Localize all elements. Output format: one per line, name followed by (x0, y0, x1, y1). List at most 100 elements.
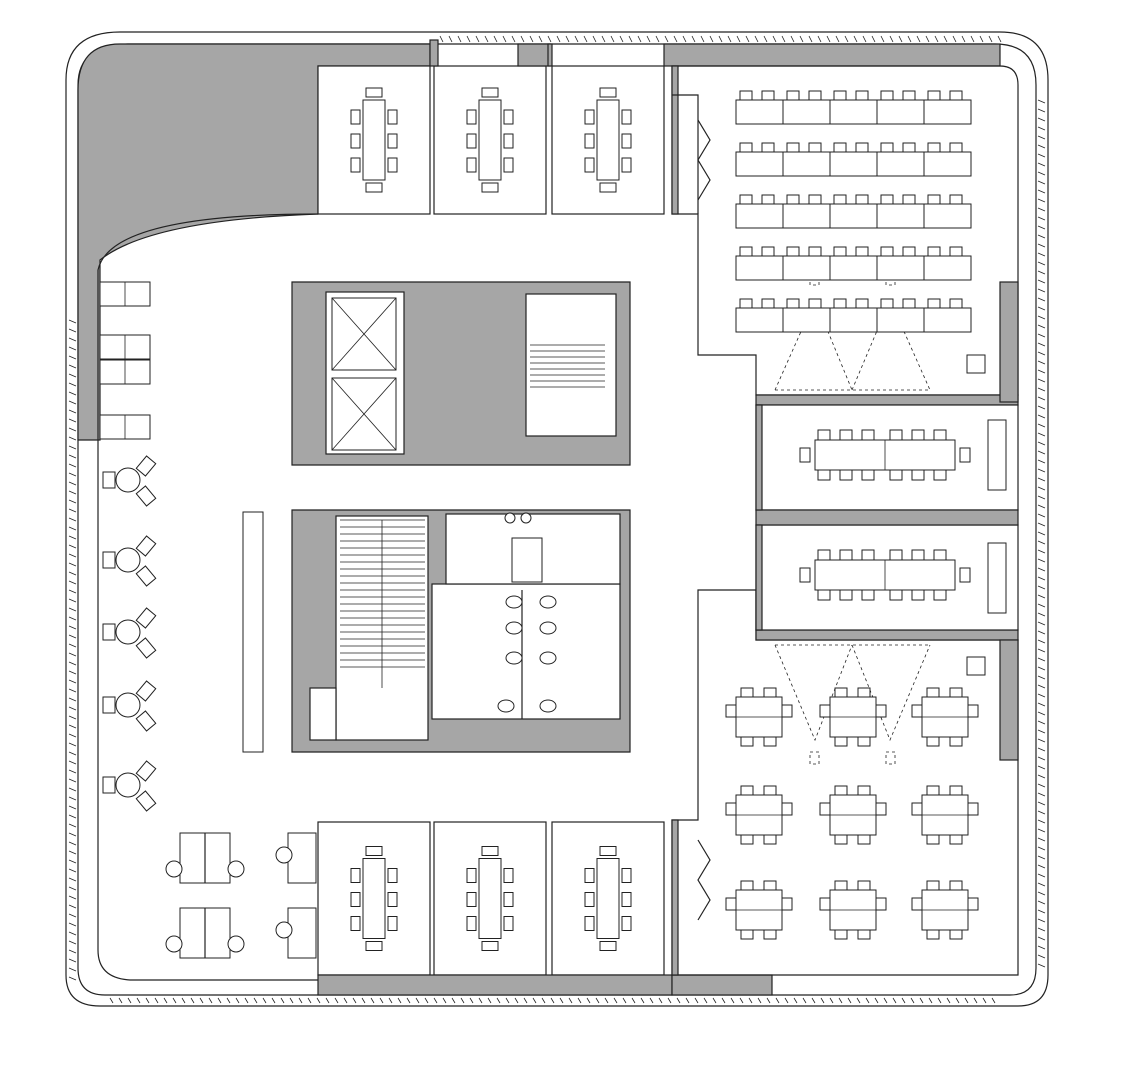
toilet-icon (505, 651, 523, 665)
chair-icon (857, 929, 871, 940)
chair-icon (786, 142, 800, 153)
chair-icon (740, 880, 754, 891)
chair-icon (967, 897, 979, 911)
desk-icon (782, 307, 831, 333)
meeting-rooms-top (317, 39, 1001, 215)
chair-icon (926, 736, 940, 747)
chair-icon (466, 133, 477, 149)
chair-icon (387, 916, 398, 931)
chair-icon (740, 929, 754, 940)
chair-icon (135, 607, 157, 629)
chair-icon (365, 182, 383, 193)
chair-icon (740, 785, 754, 796)
chair-icon (839, 469, 853, 481)
chair-icon (927, 246, 941, 257)
chair-icon (902, 142, 916, 153)
lounge-area (99, 281, 157, 812)
chair-icon (889, 469, 903, 481)
chair-icon (834, 834, 848, 845)
core-wall-topleft (77, 43, 431, 441)
desk-icon (782, 99, 831, 125)
chair-icon (584, 133, 595, 149)
chair-icon (880, 246, 894, 257)
chair-icon (350, 892, 361, 907)
chair-icon (481, 941, 499, 951)
chair-icon (889, 429, 903, 441)
chair-icon (503, 109, 514, 125)
desk-icon (829, 203, 878, 229)
chair-icon (839, 429, 853, 441)
chair-icon (949, 785, 963, 796)
chair-icon (861, 549, 875, 561)
chair-icon (933, 549, 947, 561)
desk-icon (829, 99, 878, 125)
chair-icon (763, 785, 777, 796)
chair-icon (781, 704, 793, 718)
chair-icon (926, 929, 940, 940)
sink-icon (520, 512, 532, 524)
chair-icon (503, 868, 514, 883)
bench (242, 511, 264, 753)
chair-icon (833, 194, 847, 205)
chair-icon (739, 142, 753, 153)
chair-icon (857, 736, 871, 747)
chair-icon (855, 298, 869, 309)
chair-icon (740, 736, 754, 747)
chair-icon (808, 90, 822, 101)
chair-icon (763, 687, 777, 698)
chair-icon (599, 941, 617, 951)
desk-icon (829, 151, 878, 177)
chair-icon (466, 916, 477, 931)
desk-rows (735, 90, 972, 333)
chair-icon (227, 935, 245, 953)
chair-icon (949, 194, 963, 205)
table-icon (596, 858, 620, 939)
chair-icon (387, 109, 398, 125)
chair-icon (584, 916, 595, 931)
chair-icon (933, 469, 947, 481)
workstation-icon (287, 907, 317, 959)
table-icon (362, 858, 386, 939)
desk-icon (923, 255, 972, 281)
chair-icon (819, 704, 831, 718)
lounge-chair-icon (115, 467, 141, 493)
chair-icon (365, 941, 383, 951)
chair-icon (926, 880, 940, 891)
chair-icon (855, 246, 869, 257)
toilet-icon (539, 595, 557, 609)
chair-icon (927, 90, 941, 101)
desk-icon (782, 203, 831, 229)
chair-icon (967, 802, 979, 816)
chair-icon (786, 246, 800, 257)
toilet-icon (539, 621, 557, 635)
chair-icon (880, 298, 894, 309)
toilet-icon (539, 699, 557, 713)
chair-icon (911, 802, 923, 816)
chair-icon (621, 157, 632, 173)
desk-icon (735, 99, 784, 125)
chair-icon (621, 109, 632, 125)
chair-icon (102, 776, 116, 794)
workstations (165, 832, 317, 959)
chair-icon (967, 704, 979, 718)
chair-icon (834, 880, 848, 891)
chair-icon (911, 589, 925, 601)
chair-icon (621, 133, 632, 149)
desk-icon (735, 307, 784, 333)
chair-icon (763, 834, 777, 845)
chair-icon (135, 710, 157, 732)
chair-icon (861, 429, 875, 441)
chair-icon (880, 142, 894, 153)
chair-icon (763, 880, 777, 891)
chair-icon (861, 589, 875, 601)
chair-icon (165, 860, 183, 878)
stair-restroom-core (291, 509, 631, 753)
chair-icon (584, 868, 595, 883)
desk-icon (782, 255, 831, 281)
chair-icon (503, 916, 514, 931)
table-icon (478, 858, 502, 939)
chair-icon (949, 298, 963, 309)
chair-icon (621, 916, 632, 931)
desk-icon (829, 307, 878, 333)
chair-icon (481, 87, 499, 98)
